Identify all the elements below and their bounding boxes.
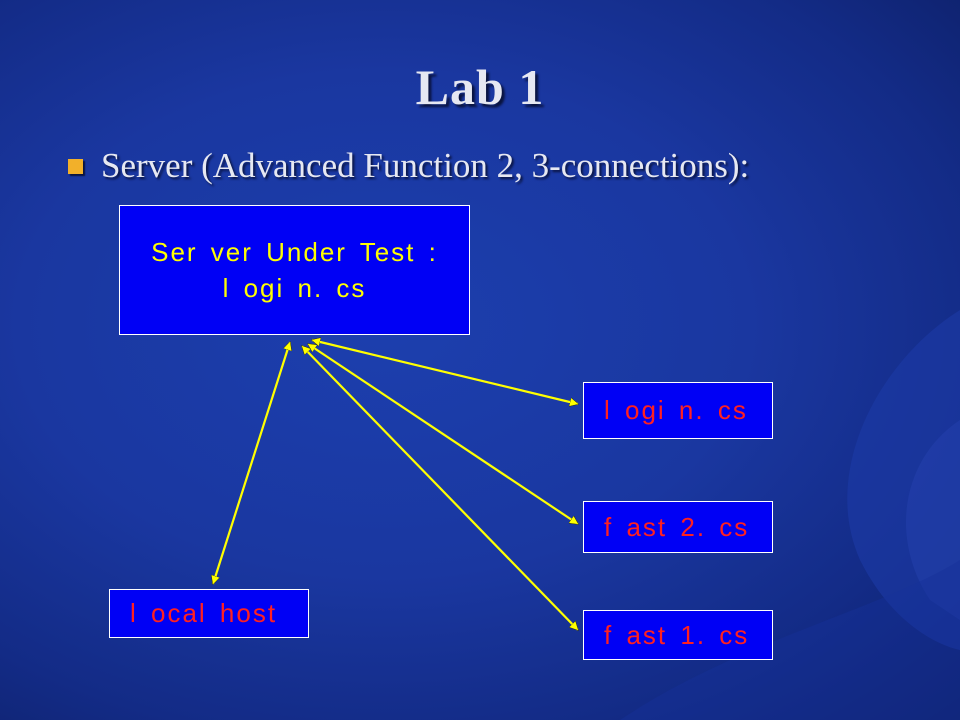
arrow-to-localhost bbox=[213, 342, 290, 584]
server-file-label: l ogi n. cs bbox=[222, 273, 367, 303]
bullet-square-icon bbox=[68, 158, 83, 174]
client-fast2-box: f ast 2. cs bbox=[583, 501, 773, 553]
client-login-box: l ogi n. cs bbox=[583, 382, 773, 439]
bullet-item: Server (Advanced Function 2, 3-connectio… bbox=[68, 146, 749, 186]
arrow-to-fast1 bbox=[302, 346, 578, 630]
client-localhost-box: l ocal host bbox=[109, 589, 309, 638]
client-fast1-box: f ast 1. cs bbox=[583, 610, 773, 660]
bullet-text: Server (Advanced Function 2, 3-connectio… bbox=[101, 146, 750, 185]
server-under-test-box: Ser ver Under Test : l ogi n. cs bbox=[119, 205, 470, 335]
slide-title: Lab 1 bbox=[415, 59, 545, 115]
server-label: Ser ver Under Test : bbox=[151, 237, 438, 267]
